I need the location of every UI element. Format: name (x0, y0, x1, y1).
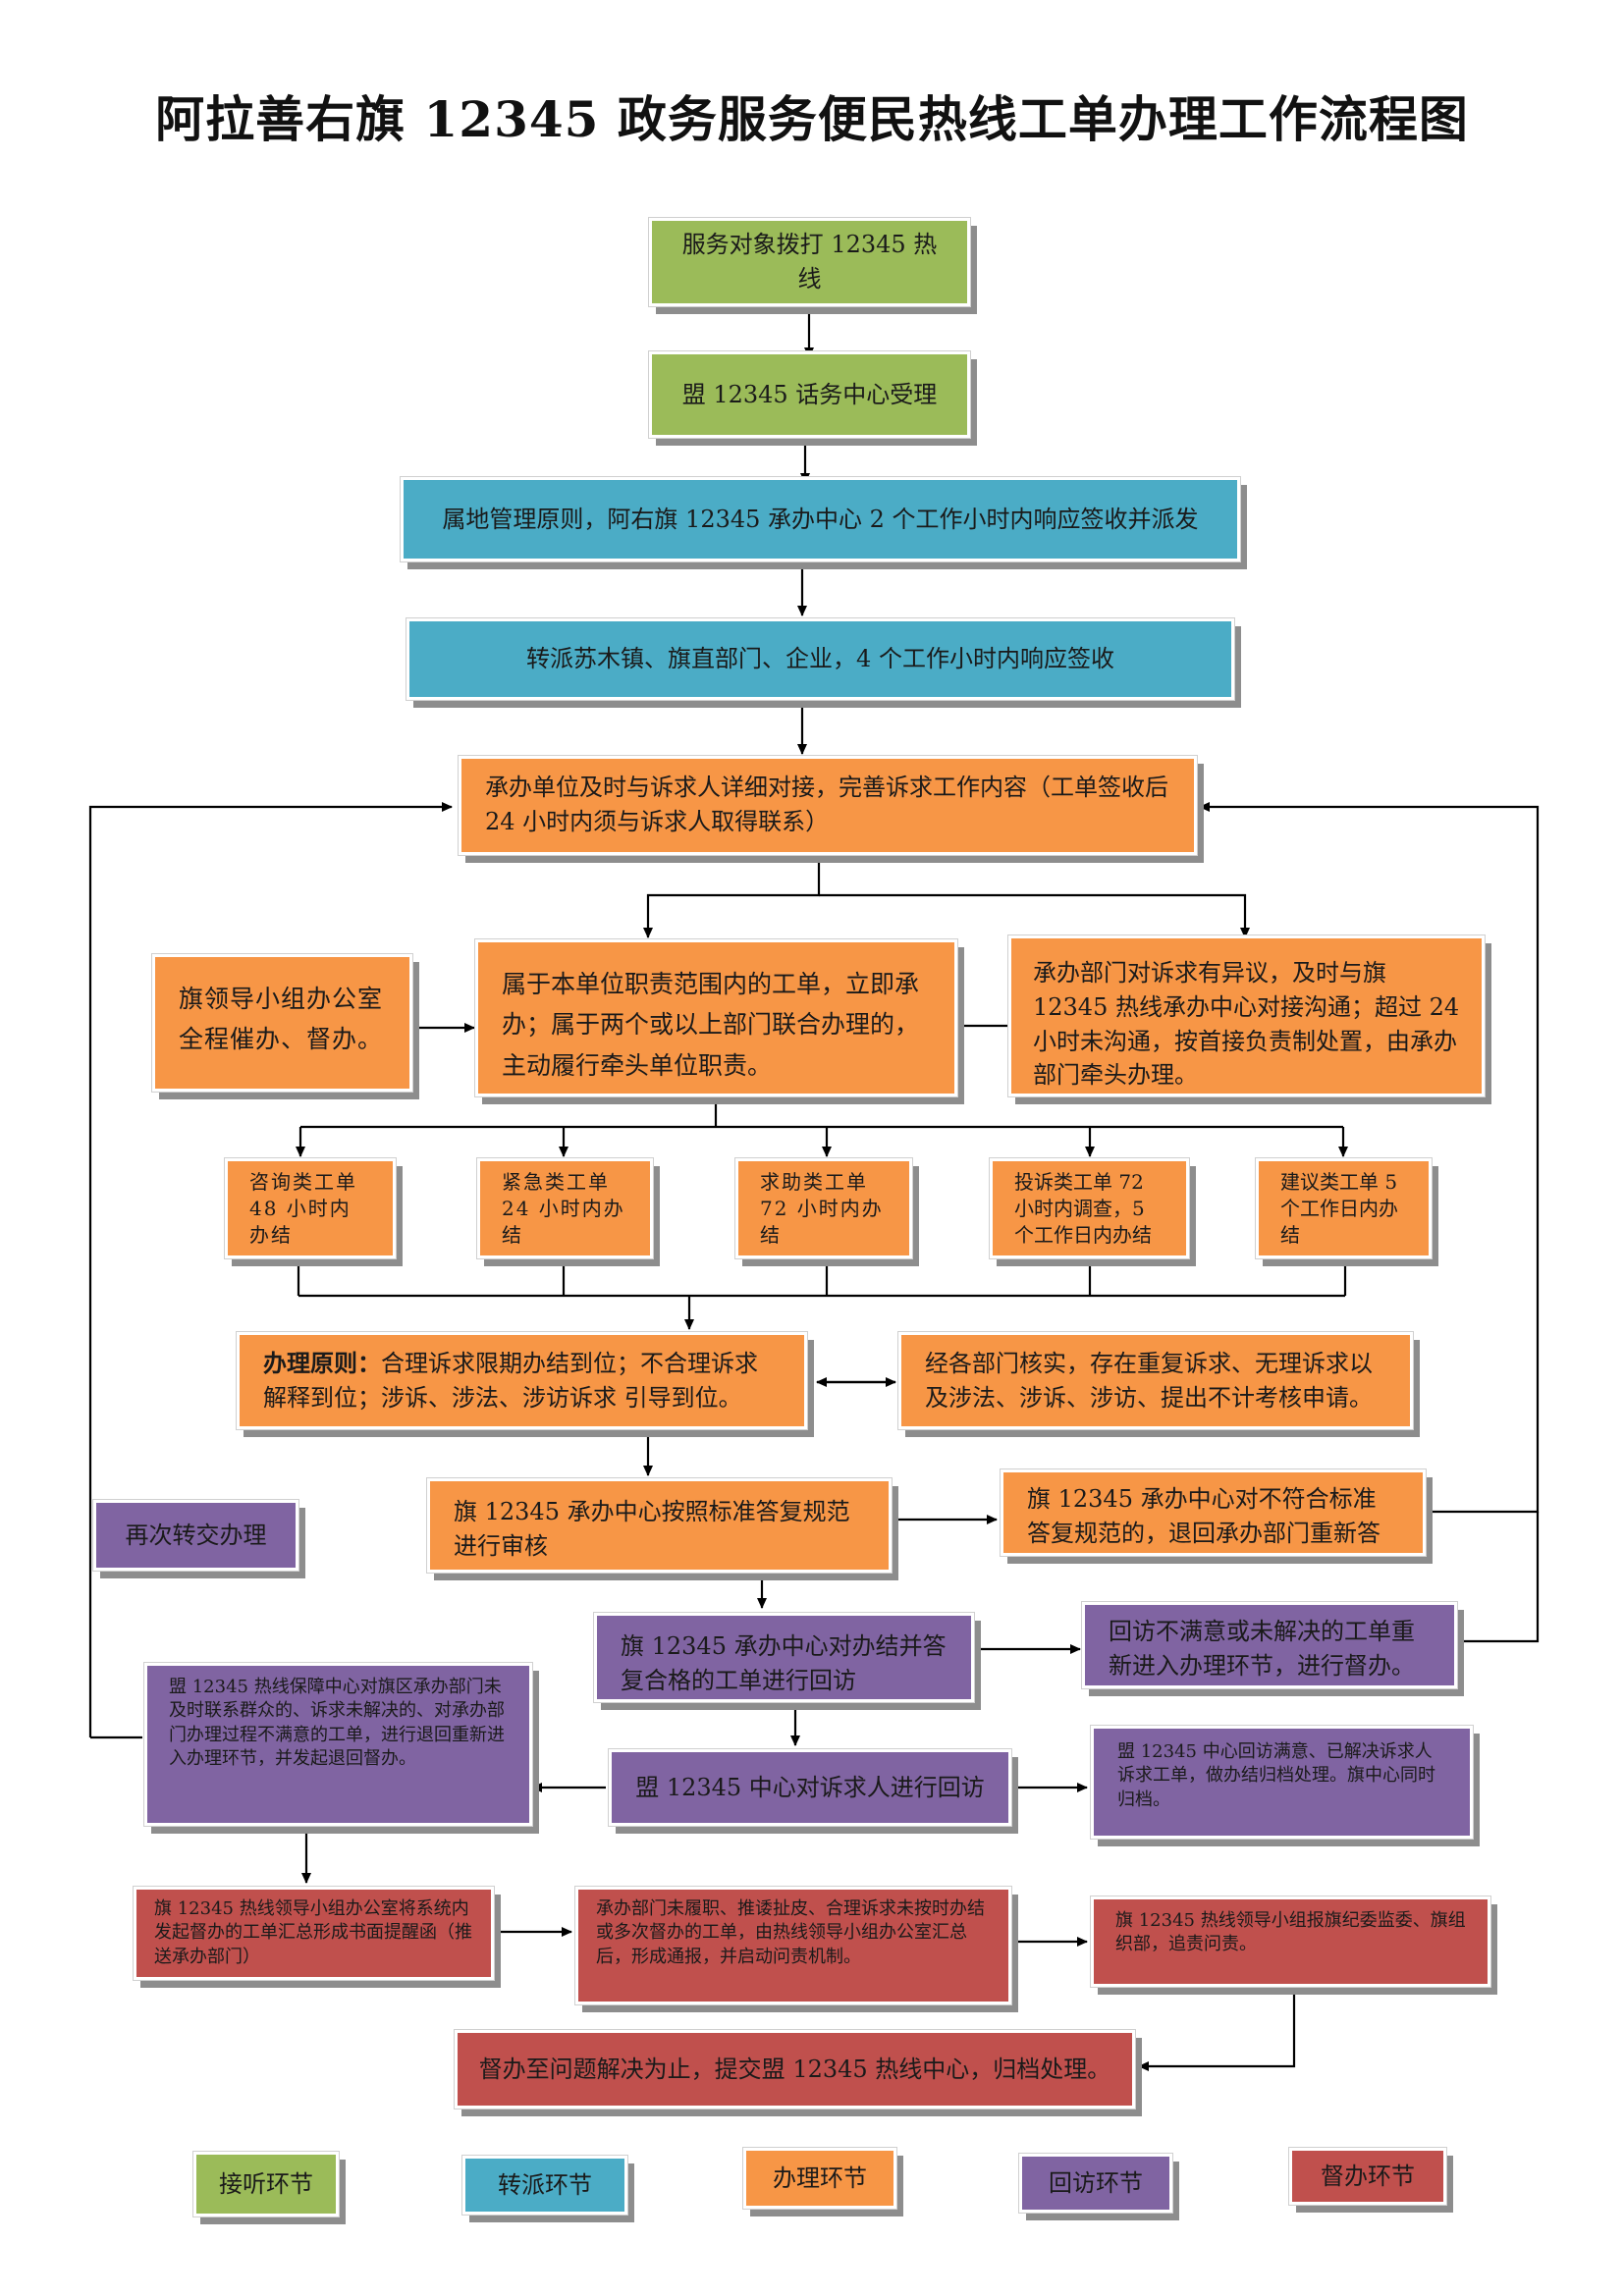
node-return-reply: 旗 12345 承办中心对不符合标准答复规范的，退回承办部门重新答复 (1000, 1468, 1427, 1557)
node-type-complaint: 投诉类工单 72 小时内调查，5 个工作日内办结 (989, 1157, 1190, 1259)
legend-item-handle: 办理环节 (742, 2147, 897, 2210)
node-type-help: 求助类工单 72 小时内办结 (734, 1157, 913, 1259)
arrow-report-final (1138, 1987, 1296, 2071)
page-title: 阿拉善右旗 12345 政务服务便民热线工单办理工作流程图 (155, 90, 1469, 148)
node-supervise-office: 旗领导小组办公室全程催办、督办。 (151, 953, 413, 1093)
node-review: 旗 12345 承办中心按照标准答复规范进行审核 (426, 1477, 893, 1574)
node-contact: 承办单位及时与诉求人详细对接，完善诉求工作内容（工单签收后 24 小时内须与诉求… (458, 755, 1198, 856)
node-transfer: 转派苏木镇、旗直部门、企业，4 个工作小时内响应签收 (406, 617, 1235, 701)
node-retransfer: 再次转交办理 (92, 1499, 299, 1572)
node-call: 服务对象拨打 12345 热线 (648, 217, 971, 307)
node-accept: 盟 12345 话务中心受理 (648, 350, 971, 439)
line-contact-split (643, 855, 821, 938)
node-league-satisfied: 盟 12345 中心回访满意、已解决诉求人诉求工单，做办结归档处理。旗中心同时归… (1090, 1725, 1474, 1840)
loop-left (88, 802, 453, 1737)
node-red-final: 督办至问题解决为止，提交盟 12345 热线中心，归档处理。 (454, 2029, 1136, 2109)
node-type-urgent: 紧急类工单 24 小时内办结 (476, 1157, 654, 1259)
node-league-revisit: 盟 12345 中心对诉求人进行回访 (608, 1748, 1012, 1827)
node-dispatch: 属地管理原则，阿右旗 12345 承办中心 2 个工作小时内响应签收并派发 (400, 476, 1241, 562)
node-red-report: 旗 12345 热线领导小组报旗纪委监委、旗组织部，追责问责。 (1090, 1896, 1491, 1988)
loop-right (1199, 802, 1540, 1514)
legend-item-supervise: 督办环节 (1288, 2147, 1447, 2206)
node-type-consult: 咨询类工单 48 小时内办结 (224, 1157, 397, 1259)
node-red-reminder: 旗 12345 热线领导小组办公室将系统内发起督办的工单汇总形成书面提醒函（推送… (133, 1886, 495, 1981)
node-dispute: 承办部门对诉求有异议，及时与旗 12345 热线承办中心对接沟通；超过 24 小… (1007, 934, 1486, 1097)
node-responsibility: 属于本单位职责范围内的工单，立即承办；属于两个或以上部门联合办理的，主动履行牵头… (474, 938, 958, 1097)
line-contact-split-right (819, 893, 1250, 938)
node-revisit-bad: 回访不满意或未解决的工单重新进入办理环节，进行督办。 (1081, 1601, 1458, 1689)
node-exempt: 经各部门核实，存在重复诉求、无理诉求以及涉法、涉诉、涉访、提出不计考核申请。 (897, 1331, 1414, 1430)
legend-item-listen: 接听环节 (192, 2151, 340, 2217)
legend-item-transfer: 转派环节 (461, 2155, 628, 2216)
node-league-guarantee: 盟 12345 热线保障中心对旗区承办部门未及时联系群众的、诉求未解决的、对承办… (143, 1662, 533, 1827)
node-red-notice: 承办部门未履职、推诿扯皮、合理诉求未按时办结或多次督办的工单，由热线领导小组办公… (574, 1886, 1012, 2005)
node-revisit-center: 旗 12345 承办中心对办结并答复合格的工单进行回访 (593, 1612, 975, 1703)
legend-item-revisit: 回访环节 (1018, 2153, 1173, 2214)
node-principle: 办理原则：合理诉求限期办结到位；不合理诉求解释到位；涉诉、涉法、涉访诉求 引导到… (236, 1331, 808, 1430)
principle-label: 办理原则： (263, 1349, 381, 1377)
node-type-suggest: 建议类工单 5 个工作日内办结 (1255, 1157, 1433, 1259)
principle-text: 合理诉求限期办结到位；不合理诉求解释到位；涉诉、涉法、涉访诉求 引导到位。 (263, 1350, 758, 1412)
